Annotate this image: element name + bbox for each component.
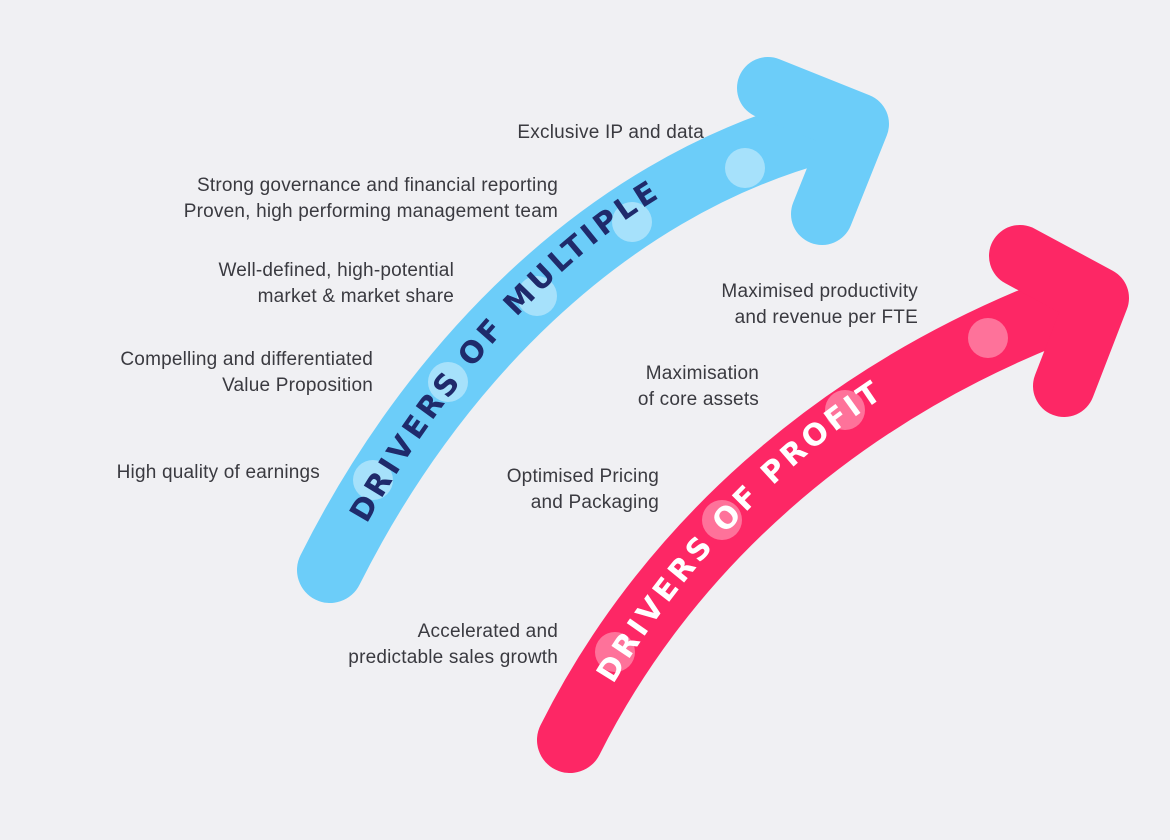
label-line: Optimised Pricing (506, 466, 659, 487)
profit-item-productivity: Maximised productivity and revenue per F… (721, 279, 918, 331)
multiple-node (353, 460, 393, 500)
profit-node (825, 390, 865, 430)
label-line: and revenue per FTE (734, 307, 918, 328)
multiple-node (725, 148, 765, 188)
profit-item-core-assets: Maximisation of core assets (638, 361, 759, 413)
label-line: Well-defined, high-potential (218, 260, 454, 281)
profit-item-sales-growth: Accelerated and predictable sales growth (348, 619, 558, 671)
profit-arrow-body (537, 265, 1123, 773)
label-line: Proven, high performing management team (183, 201, 558, 222)
multiple-node (428, 362, 468, 402)
multiple-item-earnings: High quality of earnings (117, 460, 320, 486)
profit-node (595, 632, 635, 672)
multiple-item-value-proposition: Compelling and differentiated Value Prop… (120, 347, 373, 399)
label-line: Exclusive IP and data (517, 122, 704, 143)
label-line: Strong governance and financial reportin… (197, 175, 558, 196)
label-line: Compelling and differentiated (120, 349, 373, 370)
profit-item-pricing: Optimised Pricing and Packaging (507, 464, 659, 516)
profit-node (968, 318, 1008, 358)
label-line: Maximisation (645, 363, 759, 384)
label-line: Maximised productivity (721, 281, 918, 302)
profit-arrow-head (989, 225, 1129, 417)
multiple-arrow-body (297, 97, 853, 603)
multiple-item-exclusive-ip: Exclusive IP and data (517, 120, 704, 146)
label-line: of core assets (637, 389, 759, 410)
multiple-item-governance: Strong governance and financial reportin… (184, 173, 558, 225)
label-line: Accelerated and (417, 621, 558, 642)
multiple-arrow-head (737, 57, 889, 245)
label-line: and Packaging (530, 492, 659, 513)
multiple-node (612, 202, 652, 242)
multiple-item-market: Well-defined, high-potential market & ma… (218, 258, 454, 310)
profit-node (702, 500, 742, 540)
label-line: market & market share (257, 286, 454, 307)
label-line: predictable sales growth (348, 647, 558, 668)
label-line: High quality of earnings (116, 462, 320, 483)
label-line: Value Proposition (222, 375, 373, 396)
multiple-node (517, 276, 557, 316)
